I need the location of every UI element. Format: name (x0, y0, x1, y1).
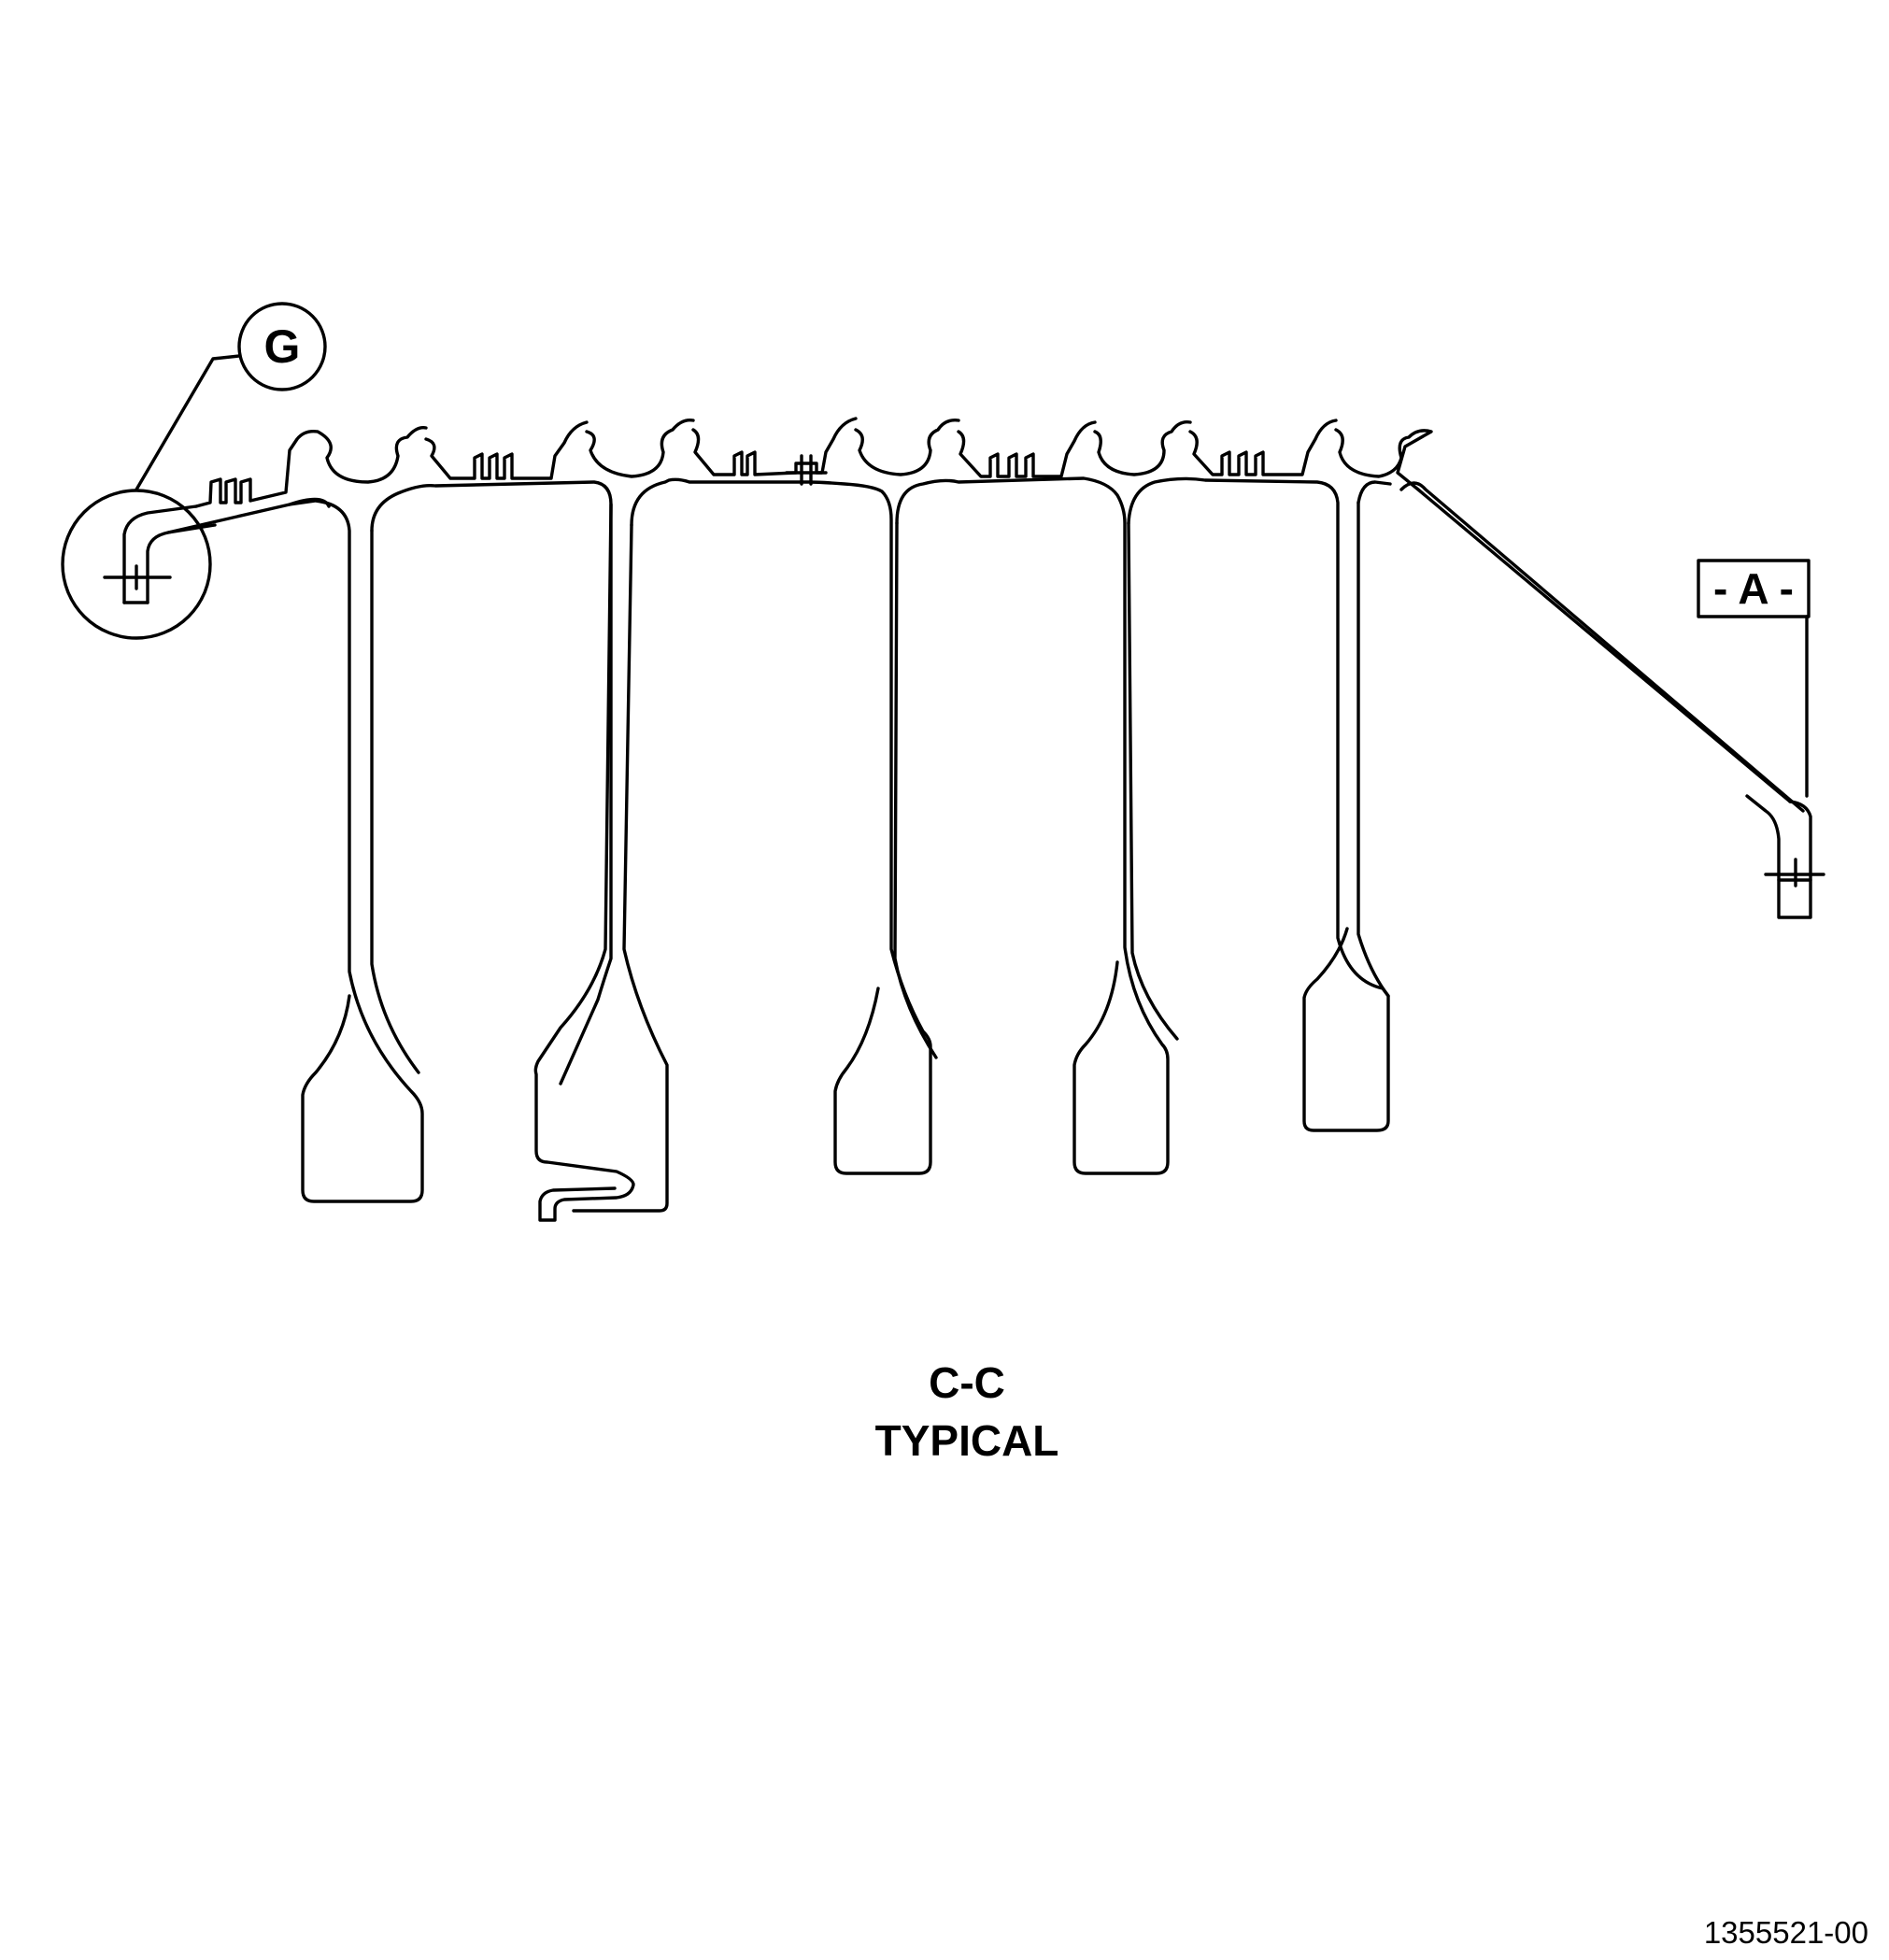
stiffener-4 (1127, 476, 1392, 1132)
detail-g-balloon (237, 302, 327, 391)
inner-skin-line (166, 481, 1805, 813)
stiffener-2 (533, 477, 932, 1222)
drawing-number: 1355521-00 (1704, 1915, 1868, 1950)
left-mounting-tab (103, 504, 217, 604)
datum-a-label: - A - (1713, 564, 1794, 613)
detail-g-label: G (264, 320, 301, 373)
section-subtitle: TYPICAL (875, 1416, 1059, 1465)
stiffener-1 (288, 480, 613, 1203)
stiffener-3 (895, 476, 1170, 1175)
upper-skin-profile (194, 417, 1792, 803)
center-reference-mark (785, 454, 828, 486)
right-mounting-flange[interactable] (1745, 615, 1825, 919)
detail-g-boundary (61, 489, 212, 640)
section-title: C-C (929, 1358, 1005, 1407)
datum-a-frame: - A - (1697, 559, 1811, 618)
detail-g-leader (135, 354, 241, 491)
detail-g-callout[interactable]: G (61, 302, 327, 640)
